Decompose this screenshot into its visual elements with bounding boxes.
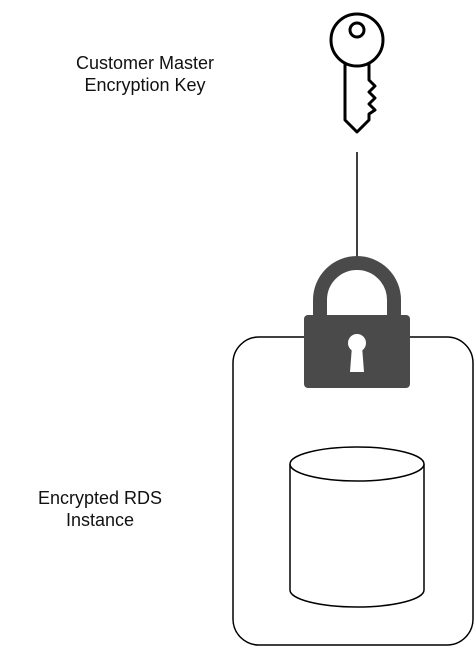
cylinder-body <box>289 464 425 608</box>
key-icon <box>329 12 385 134</box>
cylinder-top <box>289 446 425 482</box>
database-cylinder-icon <box>289 446 425 608</box>
padlock-icon <box>304 256 410 388</box>
rds-label-line2: Instance <box>65 510 135 530</box>
customer-master-key-label: Customer Master Encryption Key <box>30 52 260 96</box>
key-hole <box>348 21 366 39</box>
encrypted-rds-label: Encrypted RDS Instance <box>0 487 200 531</box>
rds-label-line1: Encrypted RDS <box>37 488 163 508</box>
key-label-line1: Customer Master <box>75 53 215 73</box>
keyhole-slot <box>350 346 364 372</box>
key-label-line2: Encryption Key <box>84 75 206 95</box>
padlock-shackle <box>313 256 401 318</box>
key-blade <box>343 64 377 134</box>
key-bow <box>329 12 385 68</box>
